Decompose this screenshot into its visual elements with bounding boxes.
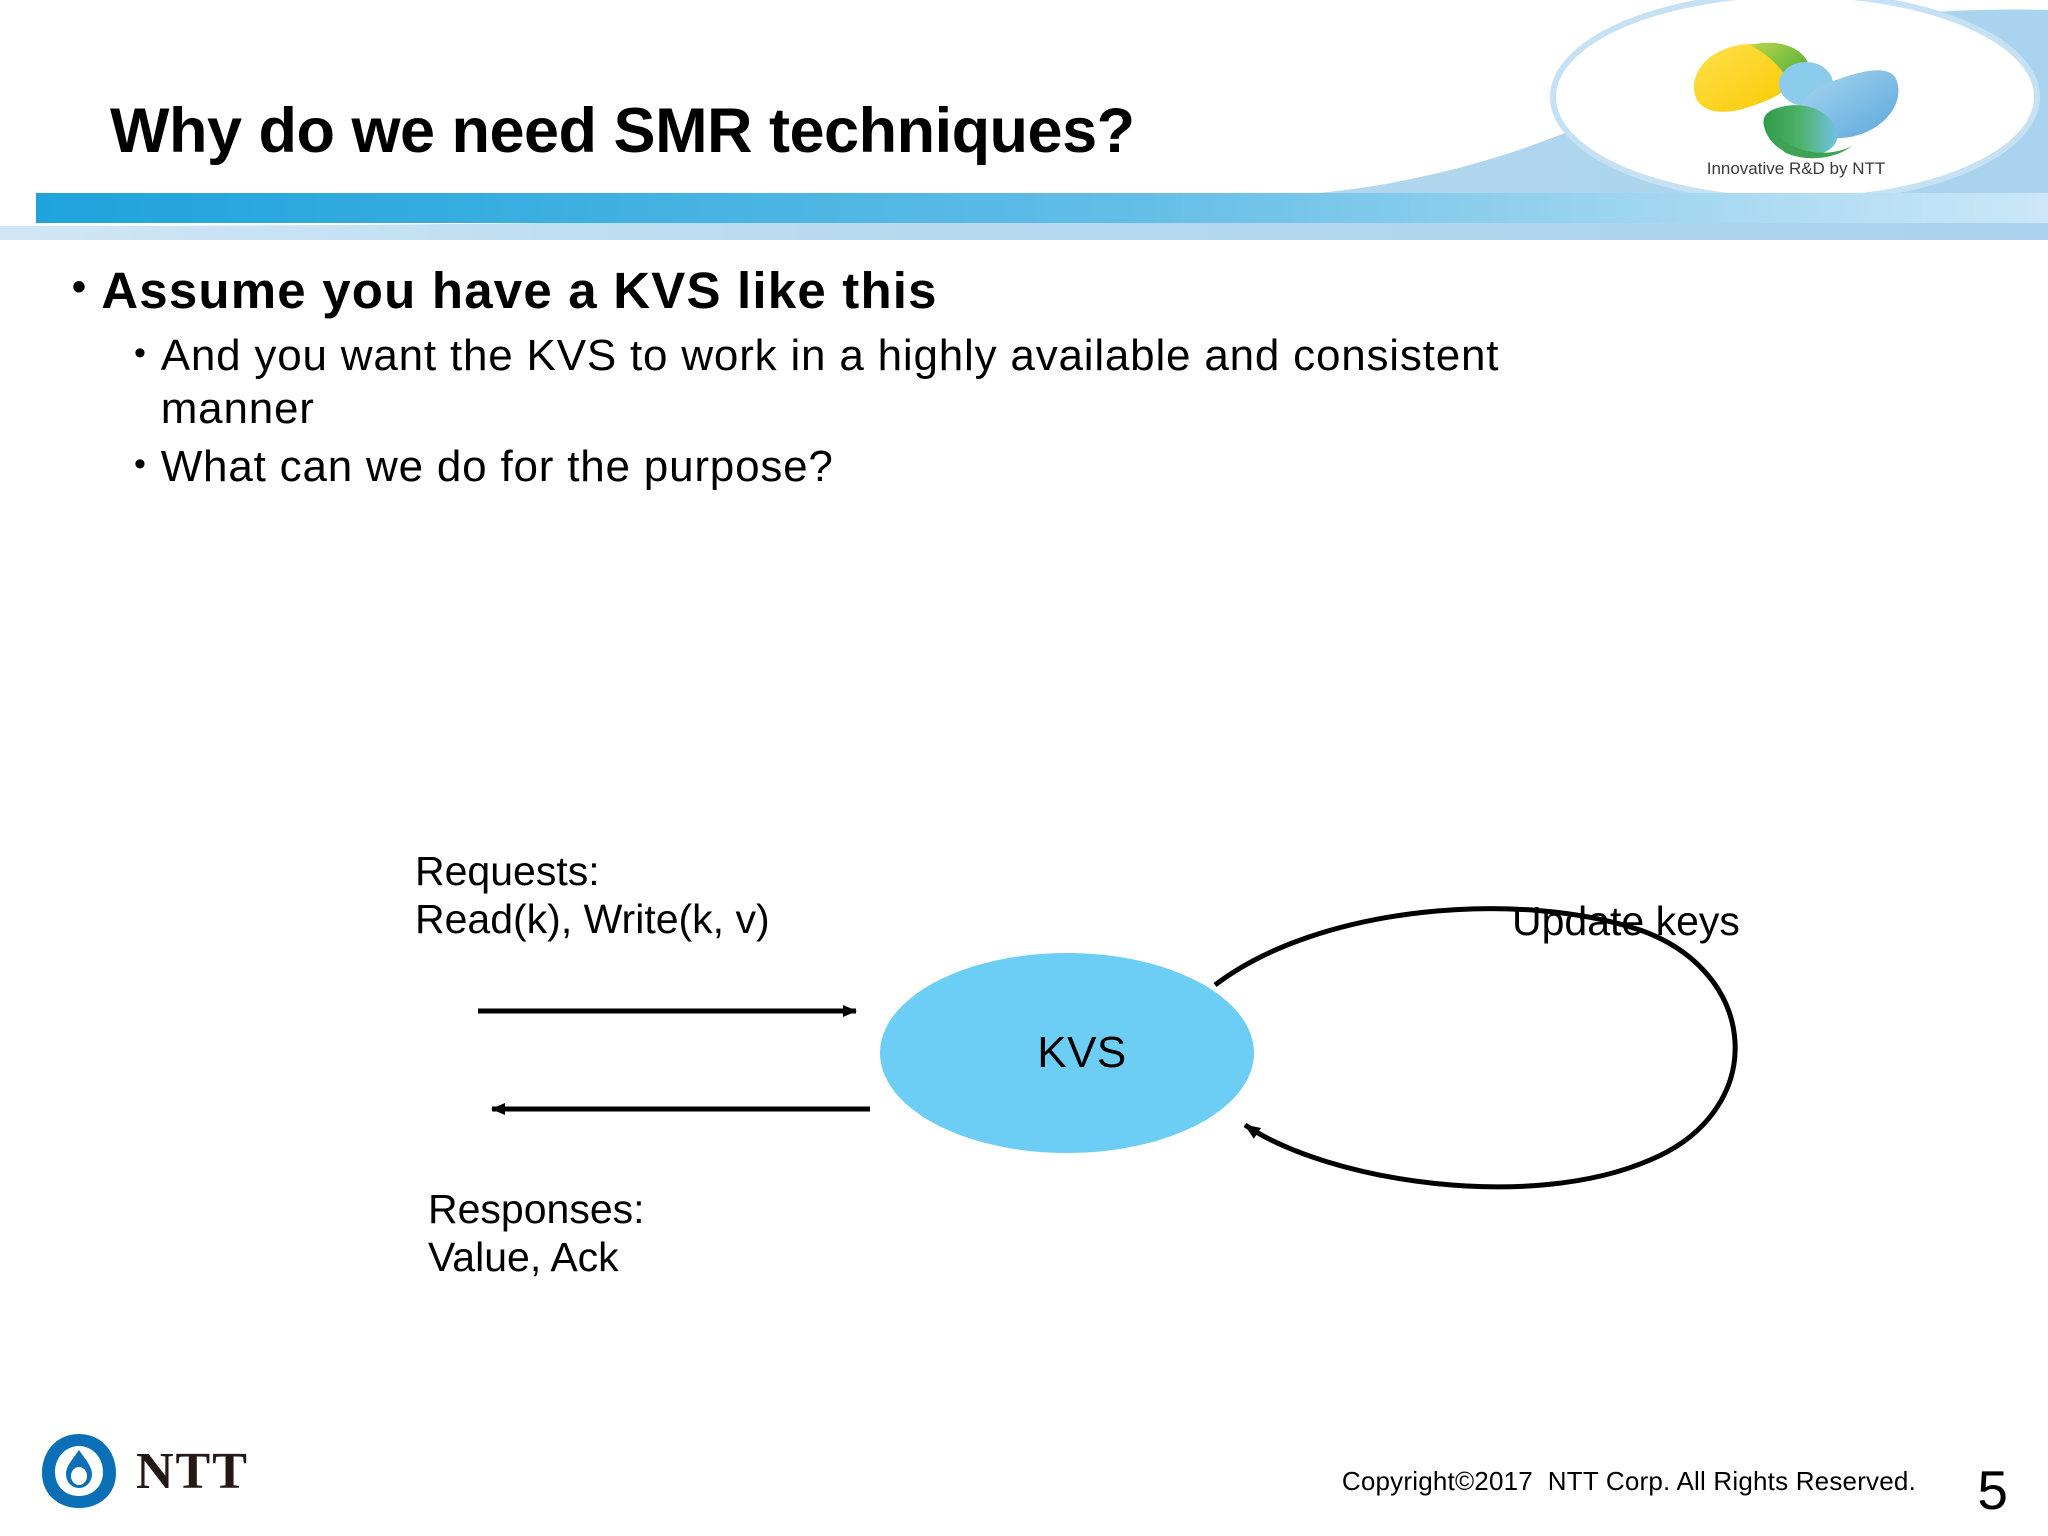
bullet-marker-icon: • <box>134 444 147 483</box>
page-number: 5 <box>1977 1459 2008 1521</box>
title-accent-bar <box>36 193 2048 223</box>
ntt-rd-logo-icon: Innovative R&D by NTT <box>1693 42 1899 178</box>
update-keys-label: Update keys <box>1512 898 1740 944</box>
bullet-marker-icon: • <box>72 265 88 309</box>
rd-logo-caption: Innovative R&D by NTT <box>1707 159 1886 178</box>
bullet-text: What can we do for the purpose? <box>160 441 834 491</box>
ntt-mark-icon <box>42 1434 116 1508</box>
bullet-marker-icon: • <box>134 334 147 373</box>
request-label: Requests: Read(k), Write(k, v) <box>415 848 770 942</box>
bullet-text: And you want the KVS to work in a highly… <box>160 331 1500 434</box>
kvs-node-label: KVS <box>1037 1028 1127 1077</box>
ntt-wordmark: NTT <box>136 1442 249 1500</box>
slide-title: Why do we need SMR techniques? <box>110 96 1135 167</box>
ntt-footer-logo: NTT <box>36 1428 249 1514</box>
bullet-text: Assume you have a KVS like this <box>101 262 938 319</box>
copyright-notice: Copyright©2017 NTT Corp. All Rights Rese… <box>1341 1466 1916 1496</box>
update-keys-loop-arrow <box>1213 906 1738 1190</box>
bullet-item-level2: • And you want the KVS to work in a high… <box>134 329 1972 435</box>
bullet-item-level2: • What can we do for the purpose? <box>134 440 1972 493</box>
response-label: Responses: Value, Ack <box>428 1186 645 1280</box>
bullet-list: • Assume you have a KVS like this • And … <box>72 262 1972 497</box>
bullet-item-level1: • Assume you have a KVS like this <box>72 262 1972 319</box>
kvs-node: KVS <box>880 953 1254 1153</box>
